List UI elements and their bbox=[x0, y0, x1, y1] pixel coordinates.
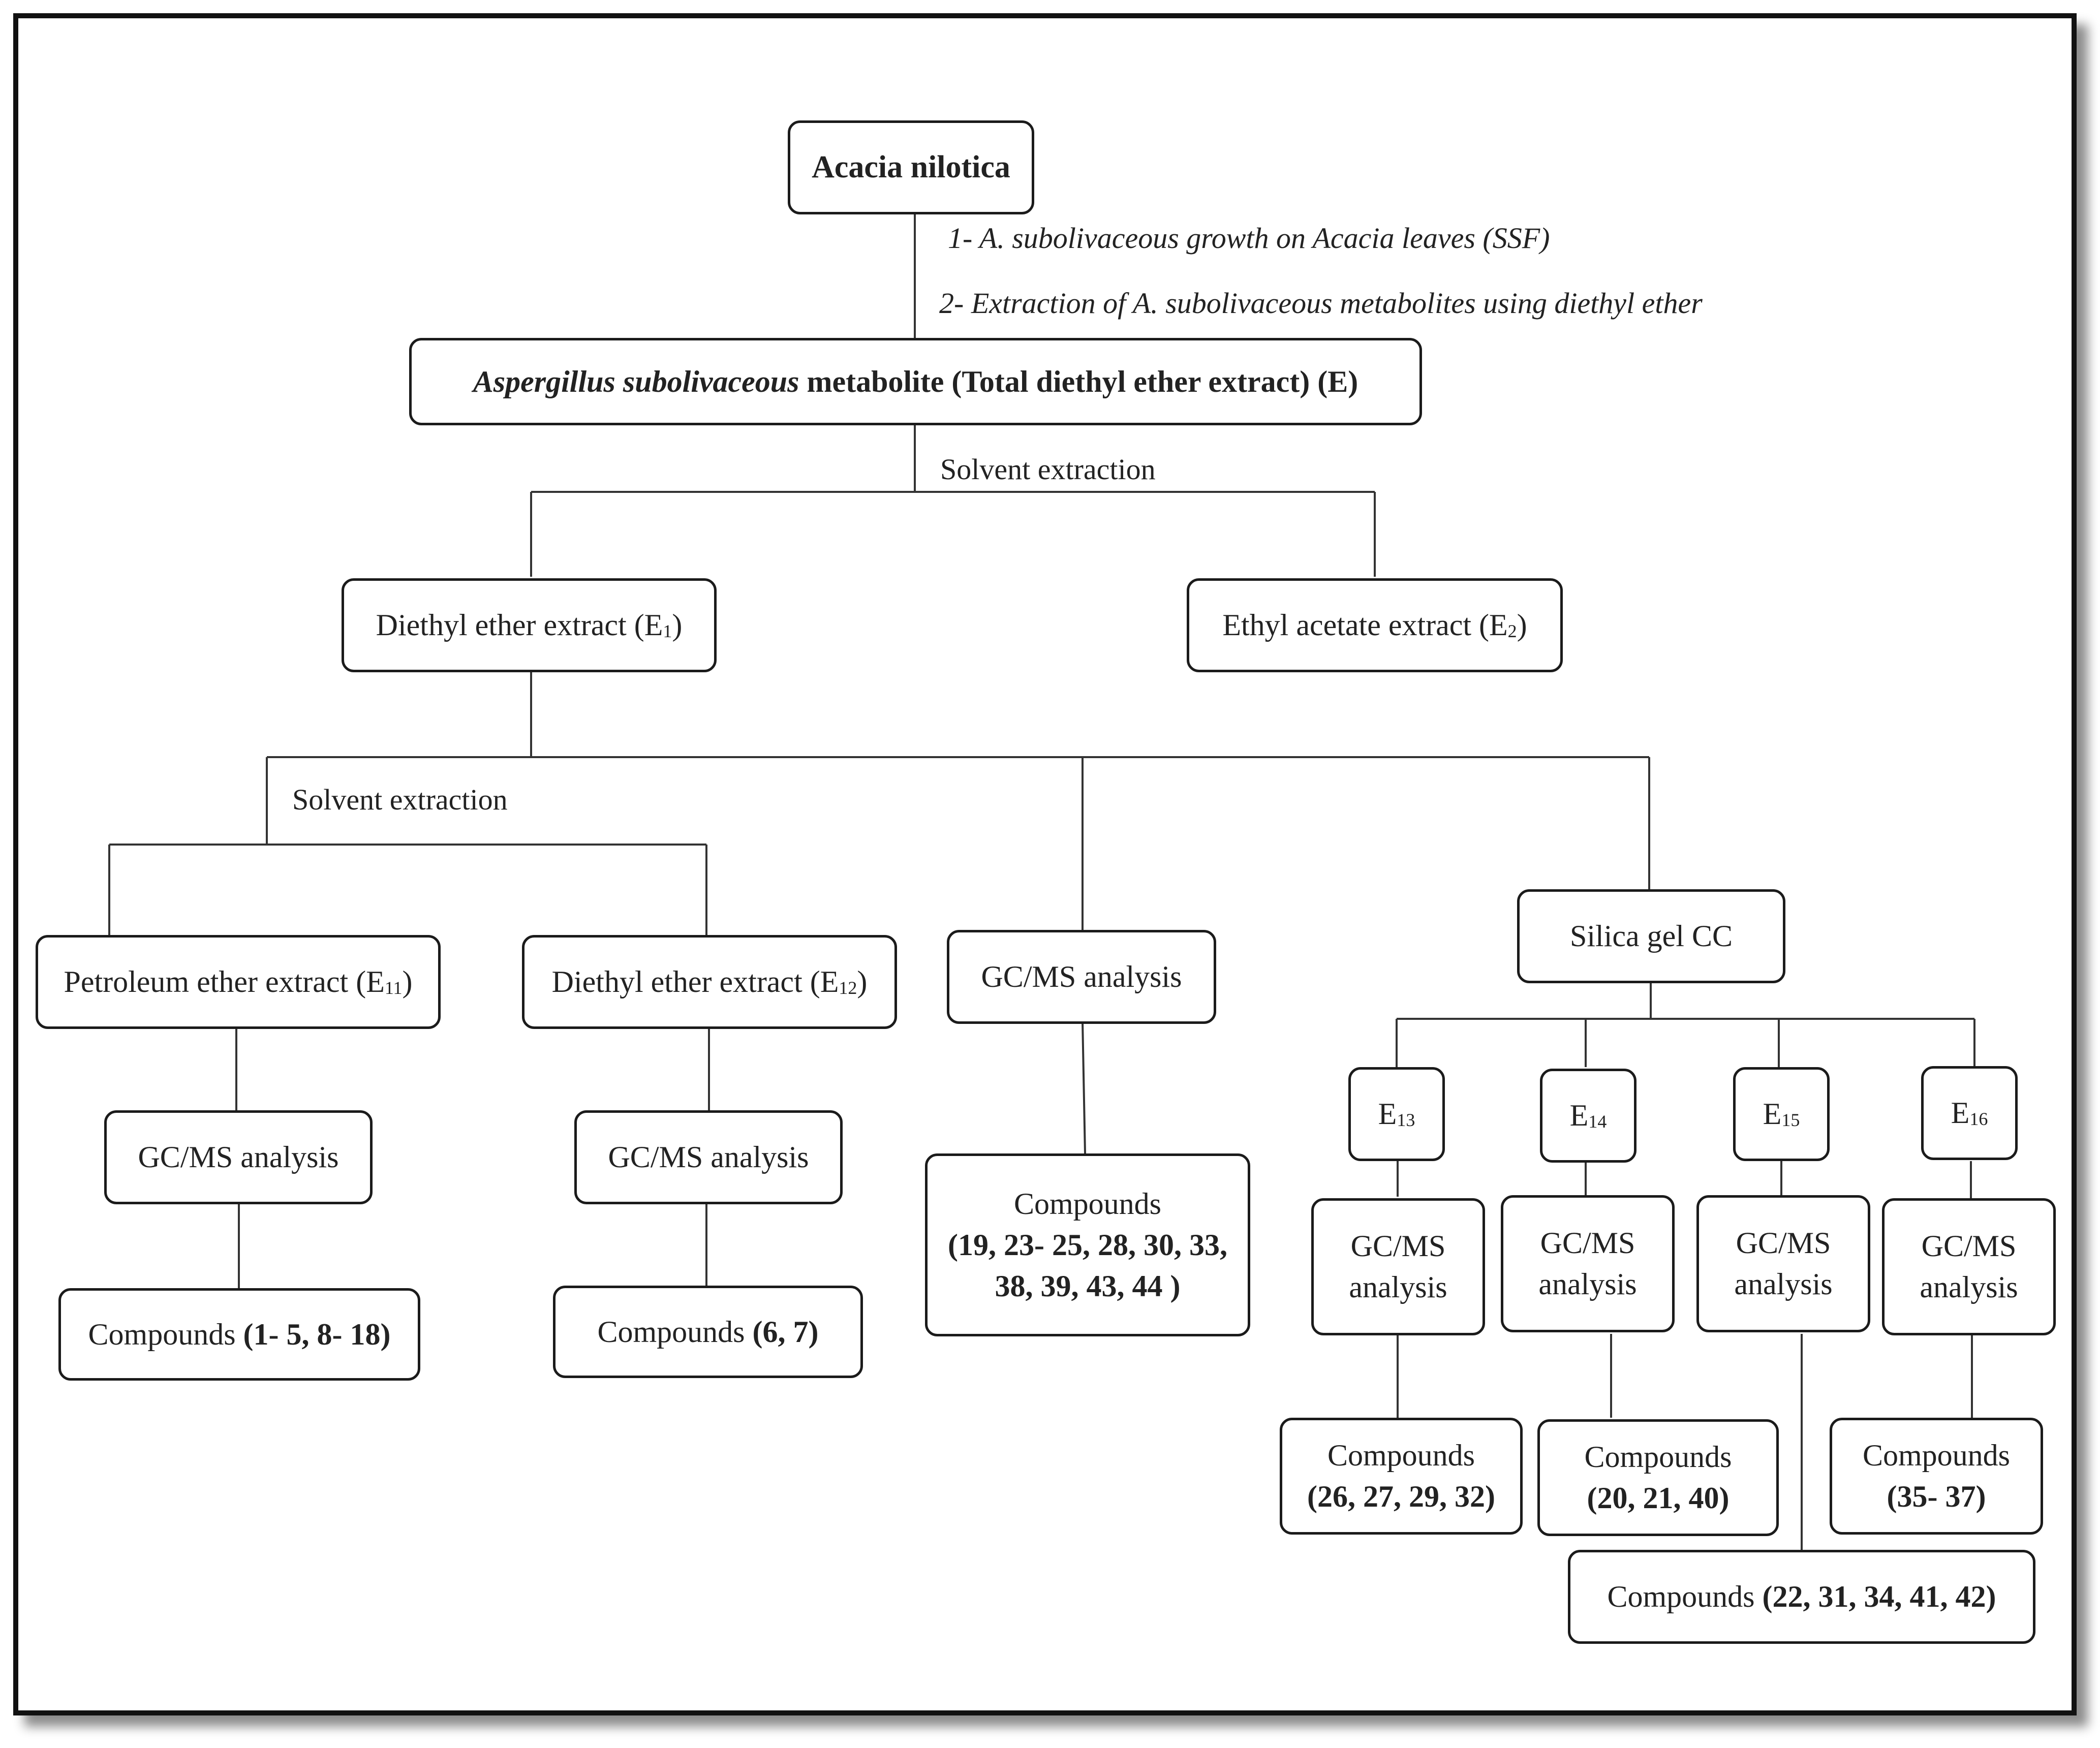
petroleum-ether-extract-e11-box: Petroleum ether extract (E11) bbox=[36, 935, 441, 1029]
total-extract-label: Aspergillus subolivaceous metabolite (To… bbox=[473, 361, 1358, 402]
diethyl-ether-extract-e12-box: Diethyl ether extract (E12) bbox=[522, 935, 897, 1029]
e14-label: E14 bbox=[1569, 1099, 1607, 1132]
solvent-extraction-label-2: Solvent extraction bbox=[292, 783, 508, 816]
total-extract-italic: Aspergillus subolivaceous bbox=[473, 364, 799, 398]
e12-label: Diethyl ether extract (E12) bbox=[551, 965, 868, 998]
e16-label: E16 bbox=[1951, 1096, 1988, 1130]
compounds-e15-label: Compounds (22, 31, 34, 41, 42) bbox=[1607, 1580, 1996, 1613]
total-extract-rest: metabolite (Total diethyl ether extract)… bbox=[799, 364, 1358, 398]
compounds-main-box: Compounds (19, 23- 25, 28, 30, 33,38, 39… bbox=[925, 1153, 1250, 1336]
compounds-e12-label: Compounds (6, 7) bbox=[597, 1315, 819, 1349]
step-2-label: 2- Extraction of A. subolivaceous metabo… bbox=[939, 287, 1703, 320]
compounds-e14-label: Compounds(20, 21, 40) bbox=[1584, 1440, 1732, 1515]
compounds-e14-box: Compounds(20, 21, 40) bbox=[1537, 1419, 1779, 1536]
gcms-analysis-main-box: GC/MS analysis bbox=[947, 930, 1216, 1024]
total-extract-box: Aspergillus subolivaceous metabolite (To… bbox=[409, 338, 1422, 425]
gcms-e12-label: GC/MS analysis bbox=[608, 1140, 809, 1174]
e15-label: E15 bbox=[1763, 1097, 1800, 1131]
e11-label: Petroleum ether extract (E11) bbox=[64, 965, 413, 998]
fraction-e15-box: E15 bbox=[1733, 1067, 1830, 1161]
compounds-e16-label: Compounds(35- 37) bbox=[1862, 1439, 2011, 1513]
e13-label: E13 bbox=[1378, 1097, 1415, 1131]
diethyl-ether-extract-e1-box: Diethyl ether extract (E1) bbox=[342, 578, 717, 672]
silica-gel-cc-box: Silica gel CC bbox=[1517, 889, 1785, 983]
compounds-main-label: Compounds (19, 23- 25, 28, 30, 33,38, 39… bbox=[948, 1187, 1227, 1303]
compounds-e11-label: Compounds (1- 5, 8- 18) bbox=[88, 1317, 391, 1351]
silica-label: Silica gel CC bbox=[1570, 919, 1733, 953]
fraction-e14-box: E14 bbox=[1540, 1069, 1636, 1163]
acacia-nilotica-label: Acacia nilotica bbox=[812, 149, 1010, 184]
acacia-nilotica-box: Acacia nilotica bbox=[788, 120, 1034, 214]
ethyl-acetate-extract-e2-box: Ethyl acetate extract (E2) bbox=[1187, 578, 1563, 672]
fraction-e13-box: E13 bbox=[1348, 1067, 1445, 1161]
compounds-e11-box: Compounds (1- 5, 8- 18) bbox=[58, 1288, 420, 1381]
step-1-label: 1- A. subolivaceous growth on Acacia lea… bbox=[948, 222, 1550, 255]
gcms-e11-label: GC/MS analysis bbox=[138, 1140, 339, 1174]
compounds-e16-box: Compounds(35- 37) bbox=[1830, 1418, 2043, 1535]
compounds-e13-box: Compounds(26, 27, 29, 32) bbox=[1280, 1418, 1523, 1535]
fraction-e16-box: E16 bbox=[1921, 1066, 2018, 1160]
e1-label: Diethyl ether extract (E1) bbox=[376, 608, 683, 642]
solvent-extraction-label-1: Solvent extraction bbox=[940, 453, 1156, 486]
compounds-e13-label: Compounds(26, 27, 29, 32) bbox=[1307, 1439, 1495, 1513]
gcms-analysis-e11-box: GC/MS analysis bbox=[104, 1110, 373, 1204]
gcms-main-label: GC/MS analysis bbox=[981, 960, 1182, 993]
e2-label: Ethyl acetate extract (E2) bbox=[1222, 608, 1527, 642]
compounds-e12-box: Compounds (6, 7) bbox=[553, 1286, 863, 1378]
compounds-e15-box: Compounds (22, 31, 34, 41, 42) bbox=[1568, 1550, 2035, 1644]
gcms-analysis-e12-box: GC/MS analysis bbox=[574, 1110, 843, 1204]
